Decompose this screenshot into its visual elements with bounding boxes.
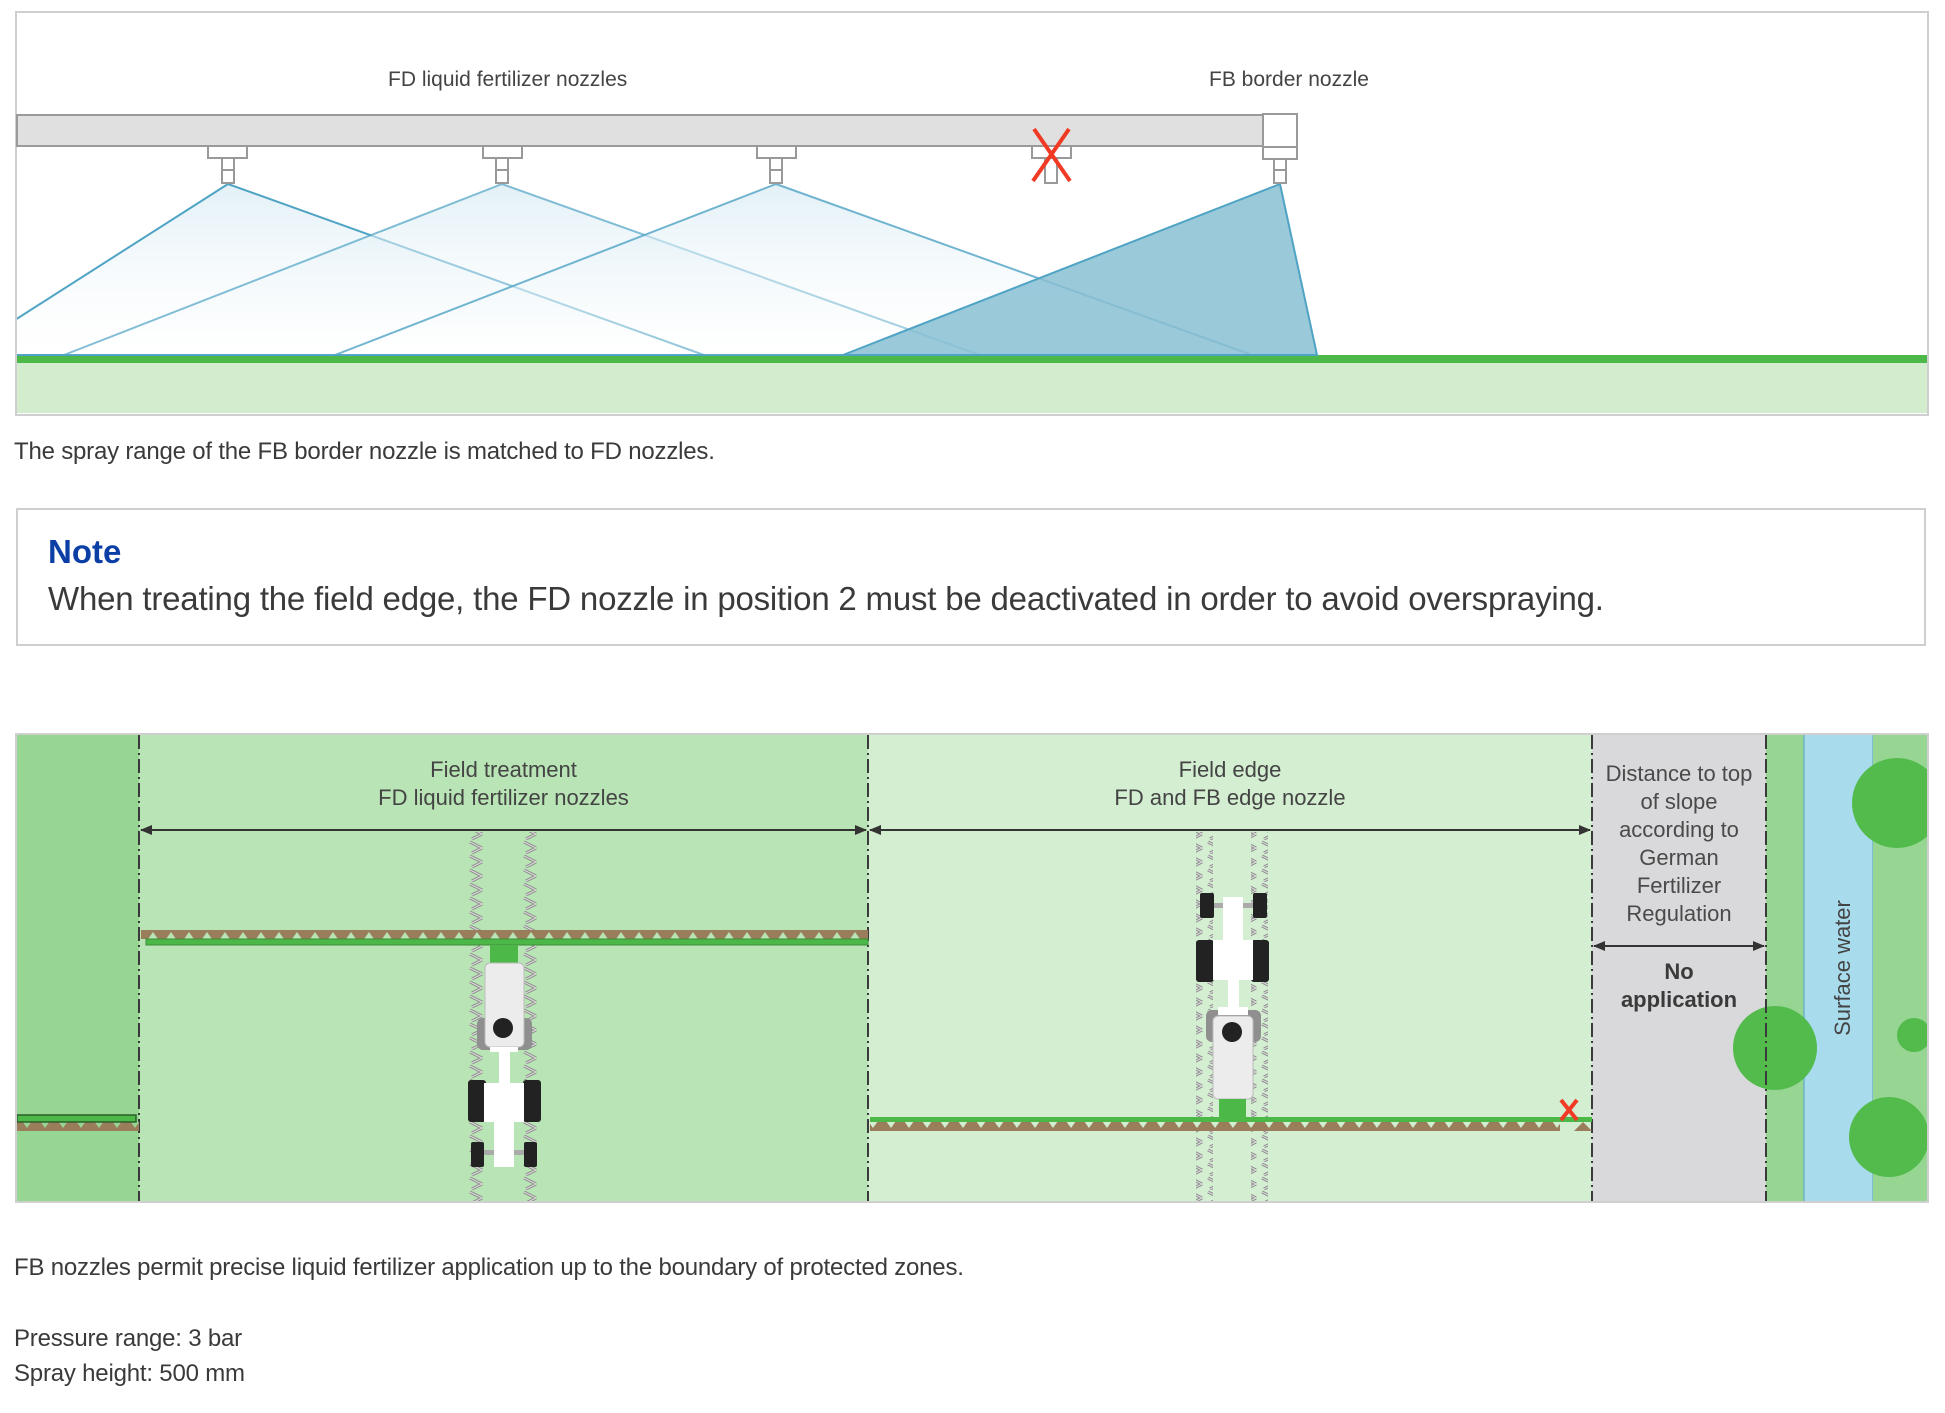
- tractor-sprayer-field-treatment: [468, 945, 541, 1167]
- wheel-track: [1251, 832, 1268, 1201]
- fd-nozzle-2: [482, 145, 523, 184]
- ground-soil: [17, 362, 1927, 413]
- top-spray-diagram: [15, 11, 1929, 416]
- note-box: [16, 508, 1926, 646]
- top-boom-bar: [16, 114, 1264, 147]
- no-application-line: No: [1664, 959, 1694, 984]
- wheel-track: [1196, 832, 1213, 1201]
- zone-label-field-edge: Field edge FD and FB edge nozzle: [868, 756, 1592, 812]
- zone-subtitle: FD and FB edge nozzle: [1114, 785, 1346, 810]
- bottom-diagram-caption: FB nozzles permit precise liquid fertili…: [14, 1254, 964, 1281]
- fb-border-nozzle: [1262, 113, 1298, 184]
- pressure-range-spec: Pressure range: 3 bar: [14, 1325, 242, 1352]
- note-title: Note: [48, 533, 122, 570]
- zone-previous-pass: [17, 735, 139, 1201]
- fb-edge-nozzle-marker: [1574, 1122, 1592, 1131]
- zone-title: Field treatment: [430, 757, 577, 782]
- top-diagram-caption: The spray range of the FB border nozzle …: [14, 438, 715, 465]
- fd-nozzles-label: FD liquid fertilizer nozzles: [388, 68, 628, 91]
- no-application-line: application: [1620, 987, 1738, 1012]
- zone-bank-right: [1873, 735, 1927, 1201]
- tree-icon: [1897, 1018, 1927, 1052]
- deactivated-x-icon: [1031, 127, 1072, 183]
- note-text: When treating the field edge, the FD noz…: [48, 580, 1604, 617]
- zone-bank-left: [1766, 735, 1804, 1201]
- distance-line: of slope: [1640, 789, 1718, 814]
- no-application-label: No application: [1594, 958, 1764, 1014]
- tree-icon: [1733, 1006, 1817, 1090]
- fd-nozzle-1: [207, 145, 248, 184]
- fb-spray-cone: [842, 182, 1319, 356]
- boom-bar-field-treatment: [145, 938, 869, 946]
- boom-bar-previous: [17, 1114, 137, 1123]
- wheel-track: [520, 832, 537, 1201]
- distance-line: according to: [1619, 817, 1739, 842]
- surface-water-label: Surface water: [1830, 900, 1855, 1036]
- wheel-track: [466, 832, 483, 1201]
- tree-icon: [1849, 1097, 1927, 1177]
- zone-title: Field edge: [1178, 757, 1282, 782]
- boom-bar-field-edge: [870, 1117, 1592, 1122]
- tractor-sprayer-field-edge: [1196, 893, 1269, 1118]
- distance-line: Regulation: [1626, 901, 1732, 926]
- zone-subtitle: FD liquid fertilizer nozzles: [378, 785, 629, 810]
- boom-field-treatment: [141, 930, 868, 939]
- tree-icon: [1852, 758, 1927, 848]
- distance-zone-label: Distance to top of slope according to Ge…: [1594, 760, 1764, 928]
- fb-nozzle-label: FB border nozzle: [1209, 68, 1369, 91]
- deactivated-x-icon: [1559, 1098, 1579, 1122]
- fd-nozzle-deactivated: [1031, 145, 1072, 184]
- distance-line: Distance to top: [1605, 761, 1753, 786]
- distance-line: German: [1639, 845, 1719, 870]
- fd-nozzle-3: [756, 145, 797, 184]
- spray-height-spec: Spray height: 500 mm: [14, 1360, 245, 1387]
- distance-line: Fertilizer: [1636, 873, 1722, 898]
- ground-crop-line: [17, 355, 1927, 363]
- boom-previous-pass: [17, 1122, 139, 1131]
- boom-field-edge: [870, 1122, 1560, 1131]
- zone-label-field-treatment: Field treatment FD liquid fertilizer noz…: [139, 756, 868, 812]
